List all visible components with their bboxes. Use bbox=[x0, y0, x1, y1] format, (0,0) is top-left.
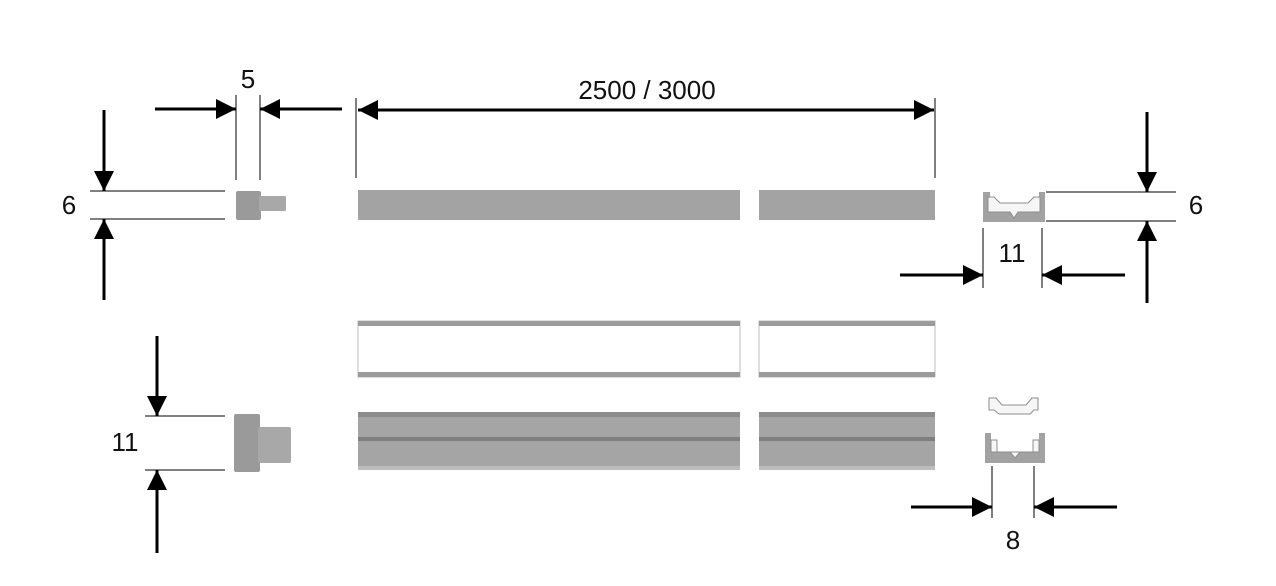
profile-bottom-view bbox=[358, 412, 935, 470]
top-view-segment-long bbox=[357, 320, 741, 378]
cap-width-label: 5 bbox=[241, 64, 255, 94]
profile-cross-section bbox=[983, 192, 1045, 222]
end-cap-body bbox=[236, 191, 261, 220]
cross-section-diffuser bbox=[987, 196, 1041, 219]
top-view-segment-short bbox=[758, 320, 936, 378]
profile-width-label: 11 bbox=[999, 238, 1026, 268]
exploded-cross-section bbox=[985, 397, 1045, 463]
diffuser-cover bbox=[988, 397, 1039, 415]
end-cap-large-plug bbox=[258, 427, 291, 463]
end-cap-front-view bbox=[234, 414, 291, 472]
end-cap-large-body bbox=[234, 414, 260, 472]
end-cap-plug bbox=[259, 196, 286, 211]
cross-section-channel bbox=[983, 192, 1045, 222]
channel-profile bbox=[985, 433, 1045, 463]
cap-width-dimension: 5 bbox=[155, 64, 342, 180]
channel-width-dimension: 8 bbox=[911, 466, 1117, 555]
profile-side-segment-short bbox=[759, 190, 935, 220]
end-cap-side-view bbox=[236, 191, 286, 220]
side-height-label: 11 bbox=[112, 427, 139, 457]
channel-width-label: 8 bbox=[1006, 525, 1020, 555]
left-height-label: 6 bbox=[62, 190, 76, 220]
channel-inner bbox=[990, 439, 1040, 459]
right-height-dimension: 6 bbox=[1046, 112, 1203, 303]
profile-top-view bbox=[357, 320, 936, 378]
profile-side-segment-long bbox=[358, 190, 740, 220]
side-height-dimension: 11 bbox=[112, 336, 225, 553]
left-height-dimension: 6 bbox=[62, 110, 225, 300]
profile-width-dimension: 11 bbox=[900, 228, 1125, 288]
profile-length-dimension: 2500 / 3000 bbox=[355, 75, 936, 178]
profile-side-view bbox=[358, 190, 935, 220]
right-height-label: 6 bbox=[1189, 190, 1203, 220]
profile-length-label: 2500 / 3000 bbox=[578, 75, 715, 105]
